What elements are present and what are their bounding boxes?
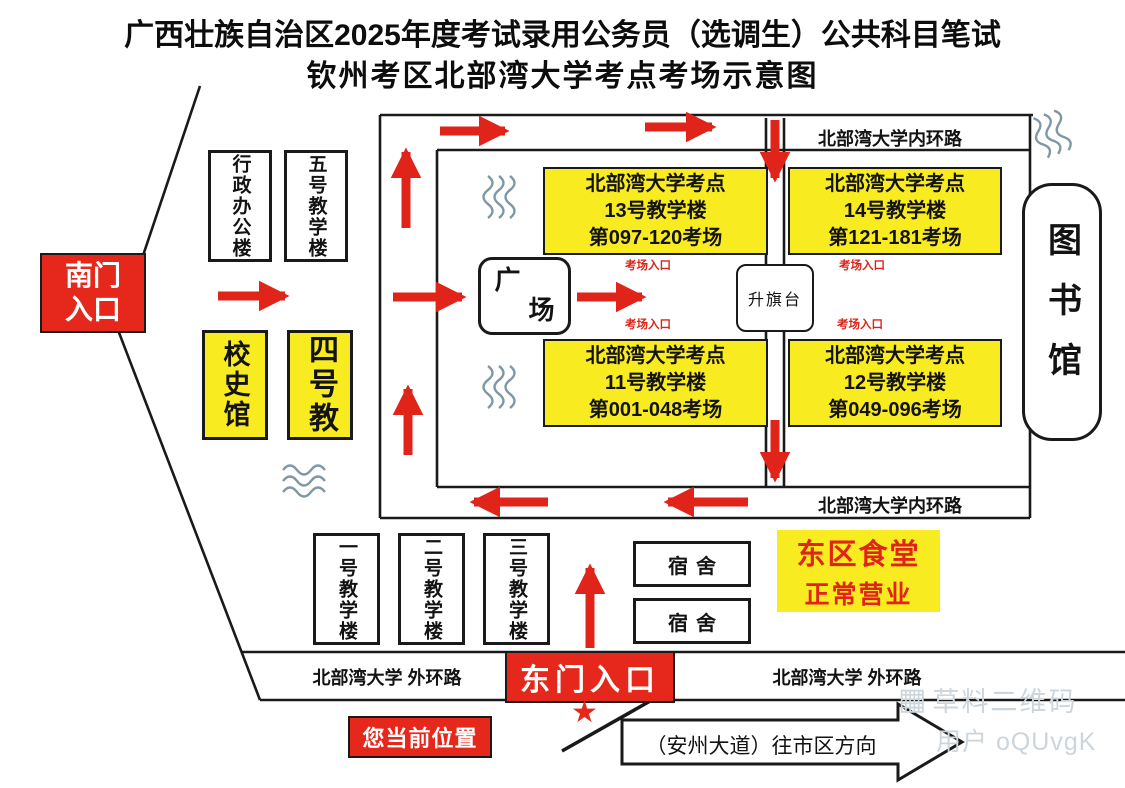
exam-site-name: 北部湾大学考点	[825, 172, 965, 195]
road-lines	[116, 85, 1125, 702]
east-canteen: 东区食堂 正常营业	[777, 530, 940, 612]
dormitory: 宿舍	[633, 598, 751, 644]
square-label: 广	[494, 265, 521, 296]
building-label: 图书馆	[1042, 222, 1081, 402]
road-label-inner-ring-bottom: 北部湾大学内环路	[818, 496, 962, 516]
exam-building-name: 13号教学楼	[604, 199, 707, 222]
exam-building-14: 北部湾大学考点 14号教学楼 第121-181考场	[788, 167, 1002, 255]
route-arrows	[218, 111, 791, 648]
page-title-line1: 广西壮族自治区2025年度考试录用公务员（选调生）公共科目笔试	[124, 19, 1001, 52]
building-label: 行政办公楼	[229, 153, 251, 259]
teaching-building-2: 二号教学楼	[398, 533, 465, 645]
page-title-line2: 钦州考区北部湾大学考点考场示意图	[306, 60, 819, 93]
building-label: 一号教学楼	[336, 536, 357, 642]
exam-entrance-label: 考场入口	[839, 260, 885, 272]
city-direction-label: （安州大道）往市区方向	[645, 735, 877, 758]
location-star-icon: ★	[571, 696, 598, 729]
road-label-outer-ring-left: 北部湾大学 外环路	[312, 668, 462, 688]
square: 广 场	[478, 257, 571, 335]
teaching-building-5: 五号教学楼	[284, 150, 348, 262]
dormitory: 宿舍	[633, 541, 751, 587]
exam-site-name: 北部湾大学考点	[825, 344, 965, 367]
exam-entrance-label: 考场入口	[625, 319, 671, 331]
watermark-brand: ▦ 草料二维码	[898, 680, 1077, 719]
school-history-museum: 校史馆	[202, 330, 268, 440]
teaching-building-1: 一号教学楼	[313, 533, 380, 645]
building-label: 二号教学楼	[421, 536, 442, 642]
water-waves	[282, 109, 1072, 498]
south-gate-entrance: 南门入口	[40, 253, 146, 333]
building-label: 三号教学楼	[506, 536, 527, 642]
water-waves-icon	[1033, 109, 1072, 159]
water-waves-icon	[482, 175, 516, 219]
exam-site-name: 北部湾大学考点	[585, 344, 726, 367]
water-waves-icon	[282, 464, 326, 498]
current-location-badge: 您当前位置	[348, 716, 492, 758]
library: 图书馆	[1022, 183, 1102, 441]
teaching-building-4: 四号教	[287, 330, 353, 440]
exam-room-range: 第049-096考场	[828, 398, 962, 421]
exam-building-name: 14号教学楼	[843, 199, 947, 222]
exam-building-12: 北部湾大学考点 12号教学楼 第049-096考场	[788, 339, 1002, 427]
exam-building-13: 北部湾大学考点 13号教学楼 第097-120考场	[543, 167, 768, 255]
building-label: 五号教学楼	[305, 153, 327, 259]
location-pointer-line	[561, 698, 653, 753]
exam-room-range: 第097-120考场	[588, 226, 723, 249]
qr-code-icon: ▦	[898, 682, 927, 716]
road-label-inner-ring-top: 北部湾大学内环路	[818, 129, 962, 149]
admin-office-building: 行政办公楼	[208, 150, 272, 262]
teaching-building-3: 三号教学楼	[483, 533, 550, 645]
building-label: 四号教	[304, 334, 337, 436]
east-gate-entrance: 东门入口	[505, 651, 675, 703]
square-label: 场	[528, 295, 555, 325]
watermark-brand-text: 草料二维码	[932, 687, 1078, 717]
road-label-outer-ring-right: 北部湾大学 外环路	[772, 668, 922, 688]
building-label: 校史馆	[219, 340, 250, 430]
exam-building-name: 11号教学楼	[604, 371, 707, 394]
city-direction-arrow-shape	[620, 701, 965, 783]
canteen-name: 东区食堂	[796, 539, 921, 571]
exam-building-11: 北部湾大学考点 11号教学楼 第001-048考场	[543, 339, 768, 427]
water-waves-icon	[482, 365, 516, 409]
exam-room-range: 第121-181考场	[828, 226, 962, 249]
watermark-user: 用户 oQUvgK	[936, 728, 1097, 756]
exam-entrance-label: 考场入口	[625, 260, 671, 272]
canteen-status: 正常营业	[804, 581, 913, 609]
exam-entrance-label: 考场入口	[837, 319, 883, 331]
flag-platform: 升旗台	[736, 264, 814, 332]
exam-site-name: 北部湾大学考点	[585, 172, 726, 195]
exam-room-range: 第001-048考场	[588, 398, 723, 421]
exam-building-name: 12号教学楼	[843, 371, 947, 394]
